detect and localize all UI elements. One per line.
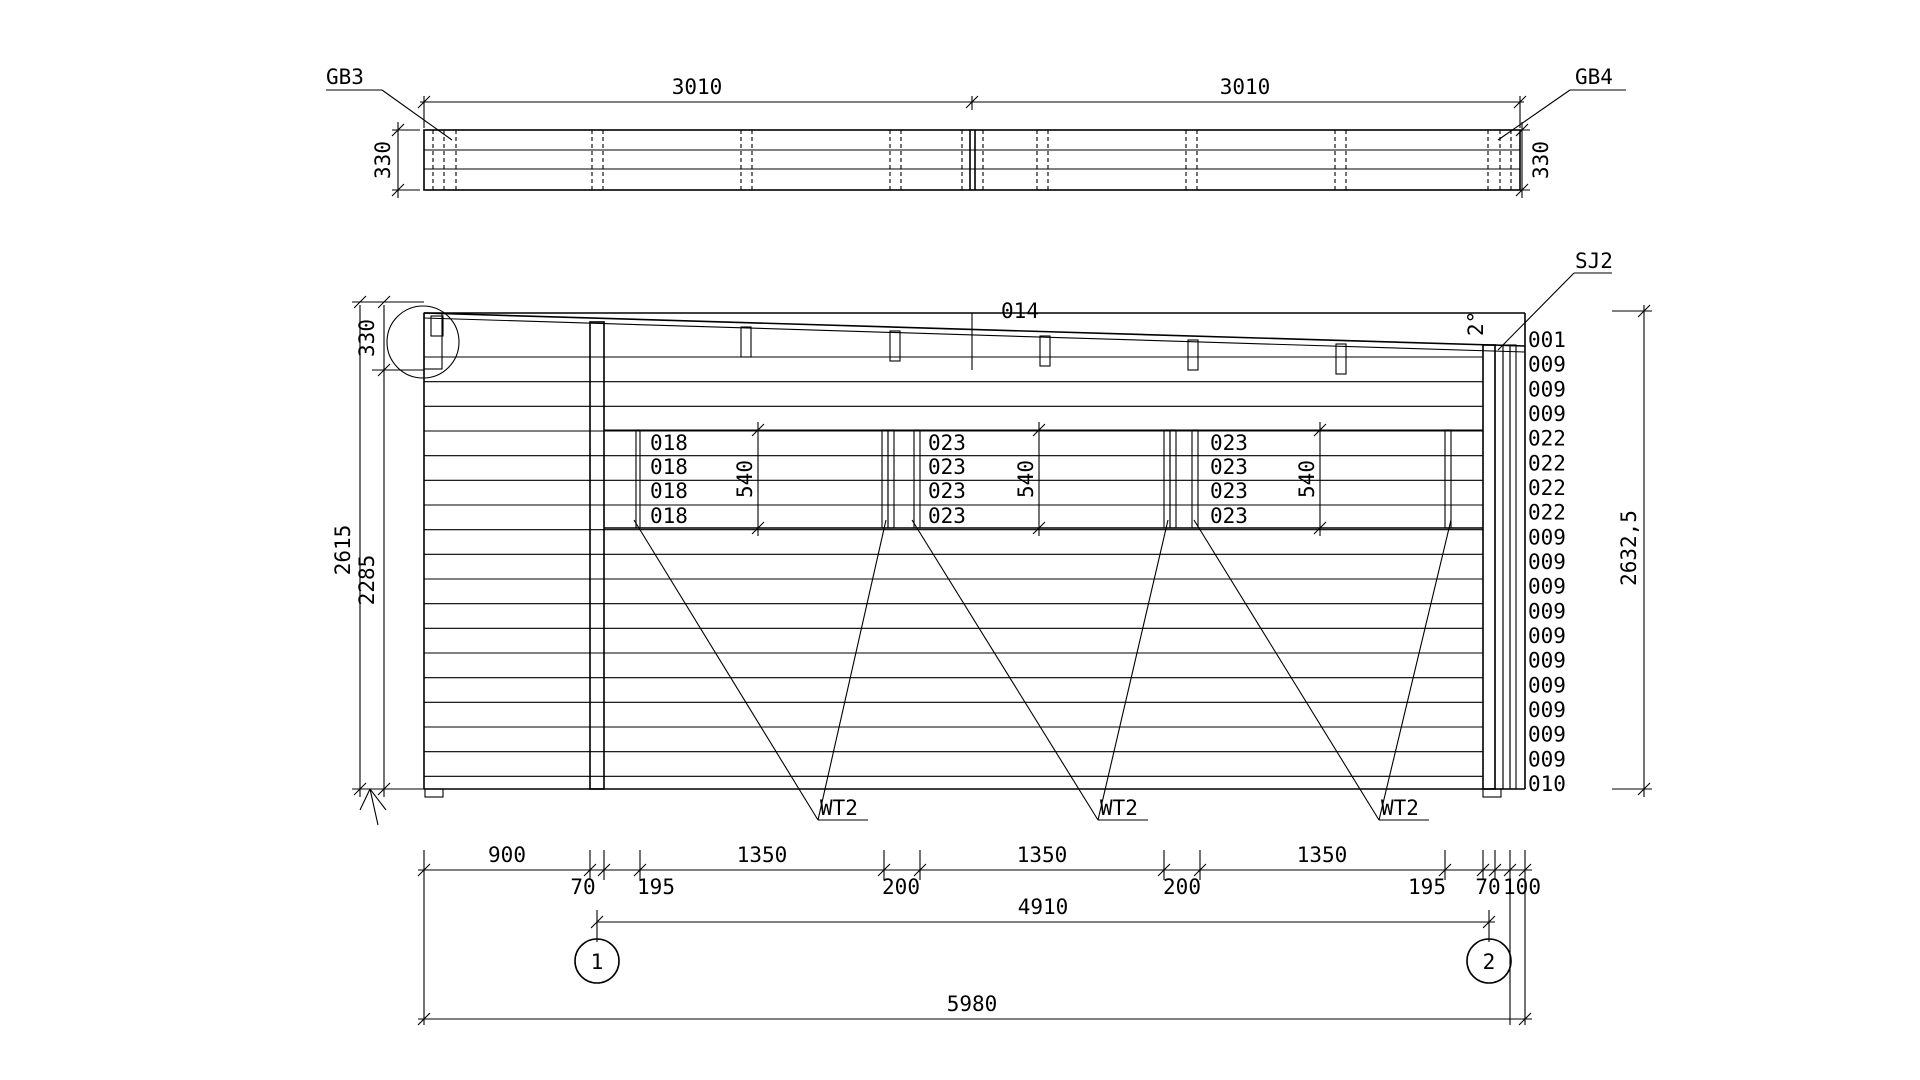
dim-200-left: 200 xyxy=(882,875,920,899)
right-log-code: 009 xyxy=(1528,698,1566,722)
dim-1350-b: 1350 xyxy=(1017,843,1068,867)
wt2-label-1: WT2 xyxy=(820,796,858,820)
height-2615: 2615 xyxy=(331,525,355,576)
w2-code-4: 023 xyxy=(928,504,966,528)
dim-5980: 5980 xyxy=(947,992,998,1016)
right-log-code: 010 xyxy=(1528,772,1566,796)
dim-4910: 4910 xyxy=(1018,895,1069,919)
w3-code-3: 023 xyxy=(1210,479,1248,503)
w1-code-4: 018 xyxy=(650,504,688,528)
dim-200-right: 200 xyxy=(1163,875,1201,899)
right-log-code: 009 xyxy=(1528,377,1566,401)
dim-195-right: 195 xyxy=(1408,875,1446,899)
right-log-code: 022 xyxy=(1528,476,1566,500)
window-height-2: 540 xyxy=(1014,460,1038,498)
plan-height-left: 330 xyxy=(371,141,395,179)
beam-label: 014 xyxy=(1001,299,1039,323)
label-sj2: SJ2 xyxy=(1575,249,1613,273)
roof-angle: 2° xyxy=(1464,311,1488,336)
label-gb4: GB4 xyxy=(1575,65,1613,89)
right-log-code: 009 xyxy=(1528,402,1566,426)
door-post-left xyxy=(589,321,605,790)
w2-code-2: 023 xyxy=(928,455,966,479)
wt2-label-3: WT2 xyxy=(1381,796,1419,820)
right-log-code: 009 xyxy=(1528,353,1566,377)
dim-900: 900 xyxy=(488,843,526,867)
detail-circle xyxy=(386,305,460,379)
right-log-code: 009 xyxy=(1528,525,1566,549)
label-gb3: GB3 xyxy=(326,65,364,89)
right-log-code: 009 xyxy=(1528,673,1566,697)
w3-code-4: 023 xyxy=(1210,504,1248,528)
plan-height-right: 330 xyxy=(1529,141,1553,179)
height-2285: 2285 xyxy=(355,555,379,606)
w1-code-3: 018 xyxy=(650,479,688,503)
log-rows xyxy=(424,356,1483,777)
bottom-dimensions: 900 1350 1350 1350 70 195 200 200 195 70… xyxy=(417,843,1541,1026)
right-log-code: 009 xyxy=(1528,723,1566,747)
wt2-label-2: WT2 xyxy=(1100,796,1138,820)
axis-2-label: 2 xyxy=(1483,950,1496,974)
plan-view: 3010 3010 330 330 GB3 GB4 xyxy=(326,65,1626,198)
w1-code-1: 018 xyxy=(650,431,688,455)
w3-code-1: 023 xyxy=(1210,431,1248,455)
w2-code-1: 023 xyxy=(928,431,966,455)
window-height-3: 540 xyxy=(1295,460,1319,498)
height-right-overall: 2632,5 xyxy=(1617,510,1641,586)
right-log-codes: 0010090090090220220220220090090090090090… xyxy=(1528,328,1566,796)
plan-wall xyxy=(423,129,1521,191)
window-height-1: 540 xyxy=(733,460,757,498)
dim-70-right: 70 xyxy=(1475,875,1500,899)
right-log-code: 009 xyxy=(1528,747,1566,771)
right-log-code: 022 xyxy=(1528,427,1566,451)
dim-1350-a: 1350 xyxy=(737,843,788,867)
plan-span-left: 3010 xyxy=(672,75,723,99)
dim-70-left: 70 xyxy=(570,875,595,899)
right-log-code: 009 xyxy=(1528,550,1566,574)
right-log-code: 009 xyxy=(1528,624,1566,648)
axis-marker-1 xyxy=(574,938,620,984)
axis-marker-2 xyxy=(1466,938,1512,984)
elevation-view: 018 018 018 018 023 023 023 023 023 023 … xyxy=(331,249,1652,826)
right-log-code: 001 xyxy=(1528,328,1566,352)
height-330: 330 xyxy=(355,319,379,357)
right-log-code: 009 xyxy=(1528,649,1566,673)
right-log-code: 022 xyxy=(1528,501,1566,525)
dim-100: 100 xyxy=(1503,875,1541,899)
w2-code-3: 023 xyxy=(928,479,966,503)
right-log-code: 009 xyxy=(1528,575,1566,599)
corner-post-right xyxy=(1482,344,1496,790)
dim-195-left: 195 xyxy=(637,875,675,899)
right-log-code: 022 xyxy=(1528,451,1566,475)
dim-1350-c: 1350 xyxy=(1297,843,1348,867)
right-log-code: 009 xyxy=(1528,599,1566,623)
axis-1-label: 1 xyxy=(591,950,604,974)
plan-span-right: 3010 xyxy=(1220,75,1271,99)
w1-code-2: 018 xyxy=(650,455,688,479)
w3-code-2: 023 xyxy=(1210,455,1248,479)
